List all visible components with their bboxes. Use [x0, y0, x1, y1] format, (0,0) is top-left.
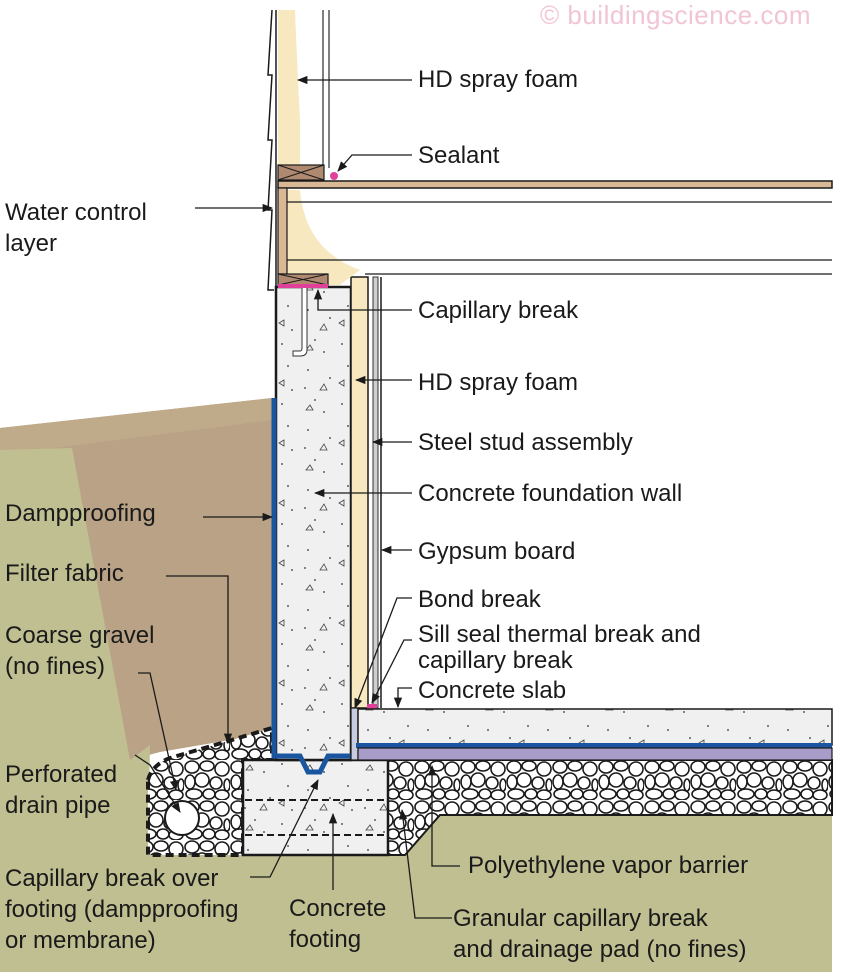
leader-sill-seal	[371, 639, 412, 704]
label-gypsum-board: Gypsum board	[418, 538, 576, 565]
label-granular-capillary-break: Granular capillary break and drainage pa…	[453, 905, 747, 963]
soil-native-green-bottom	[0, 745, 832, 972]
label-hd-spray-foam-top: HD spray foam	[418, 66, 579, 93]
bottom-plate-x	[277, 164, 325, 181]
label-steel-stud-assembly: Steel stud assembly	[418, 429, 633, 456]
leader-coarse-gravel	[138, 672, 179, 792]
leader-drain-pipe	[134, 754, 181, 813]
subfloor	[277, 180, 833, 189]
label-concrete-footing: Concrete footing	[289, 895, 387, 953]
soil-native-green-left	[0, 448, 130, 760]
label-sealant: Sealant	[418, 142, 500, 169]
hd-spray-foam-rim	[286, 190, 360, 285]
leader-capillary-break-footing	[250, 779, 319, 878]
sealant-bead	[330, 172, 338, 180]
sill-plate-x	[277, 273, 329, 286]
label-concrete-foundation-wall: Concrete foundation wall	[418, 480, 683, 507]
leader-lines	[134, 75, 460, 919]
anchor-bolt	[292, 271, 308, 357]
concrete-foundation-wall	[274, 285, 353, 762]
watermark-text: © buildingscience.com	[540, 0, 812, 30]
bond-break-strip	[350, 707, 359, 761]
polyethylene-vapor-barrier	[356, 743, 832, 748]
label-dampproofing: Dampproofing	[5, 500, 156, 527]
rim-joist	[277, 187, 288, 275]
label-sill-seal: Sill seal thermal break and capillary br…	[418, 621, 701, 674]
leader-capillary-break	[313, 288, 412, 311]
hd-spray-foam-upper	[278, 10, 300, 165]
label-coarse-gravel: Coarse gravel (no fines)	[5, 622, 155, 680]
label-bond-break: Bond break	[418, 586, 541, 613]
label-polyethylene-vapor-barrier: Polyethylene vapor barrier	[468, 852, 749, 879]
soil-top-band	[0, 398, 272, 455]
leader-granular-break	[398, 808, 452, 919]
capillary-break-gasket	[278, 284, 328, 288]
leader-bond-break	[354, 597, 412, 709]
label-hd-spray-foam-mid: HD spray foam	[418, 369, 579, 396]
dampproofing-layer	[271, 398, 358, 775]
label-capillary-break: Capillary break	[418, 297, 579, 324]
label-capillary-break-over-footing: Capillary break over footing (dampproofi…	[5, 865, 239, 954]
leader-concrete-slab	[393, 687, 412, 709]
perforated-drain-pipe-icon	[164, 800, 200, 836]
under-slab-insulation	[357, 747, 833, 761]
label-water-control-layer: Water control layer	[5, 199, 147, 257]
sill-seal	[367, 704, 377, 709]
label-filter-fabric: Filter fabric	[5, 560, 124, 587]
siding-water-control-layer	[267, 9, 277, 291]
label-concrete-slab: Concrete slab	[418, 677, 567, 704]
leader-sealant	[337, 154, 412, 172]
concrete-slab	[357, 708, 833, 746]
leader-filter-fabric	[166, 575, 233, 745]
label-perforated-drain-pipe: Perforated drain pipe	[5, 761, 118, 819]
leader-vapor-barrier	[427, 764, 460, 867]
